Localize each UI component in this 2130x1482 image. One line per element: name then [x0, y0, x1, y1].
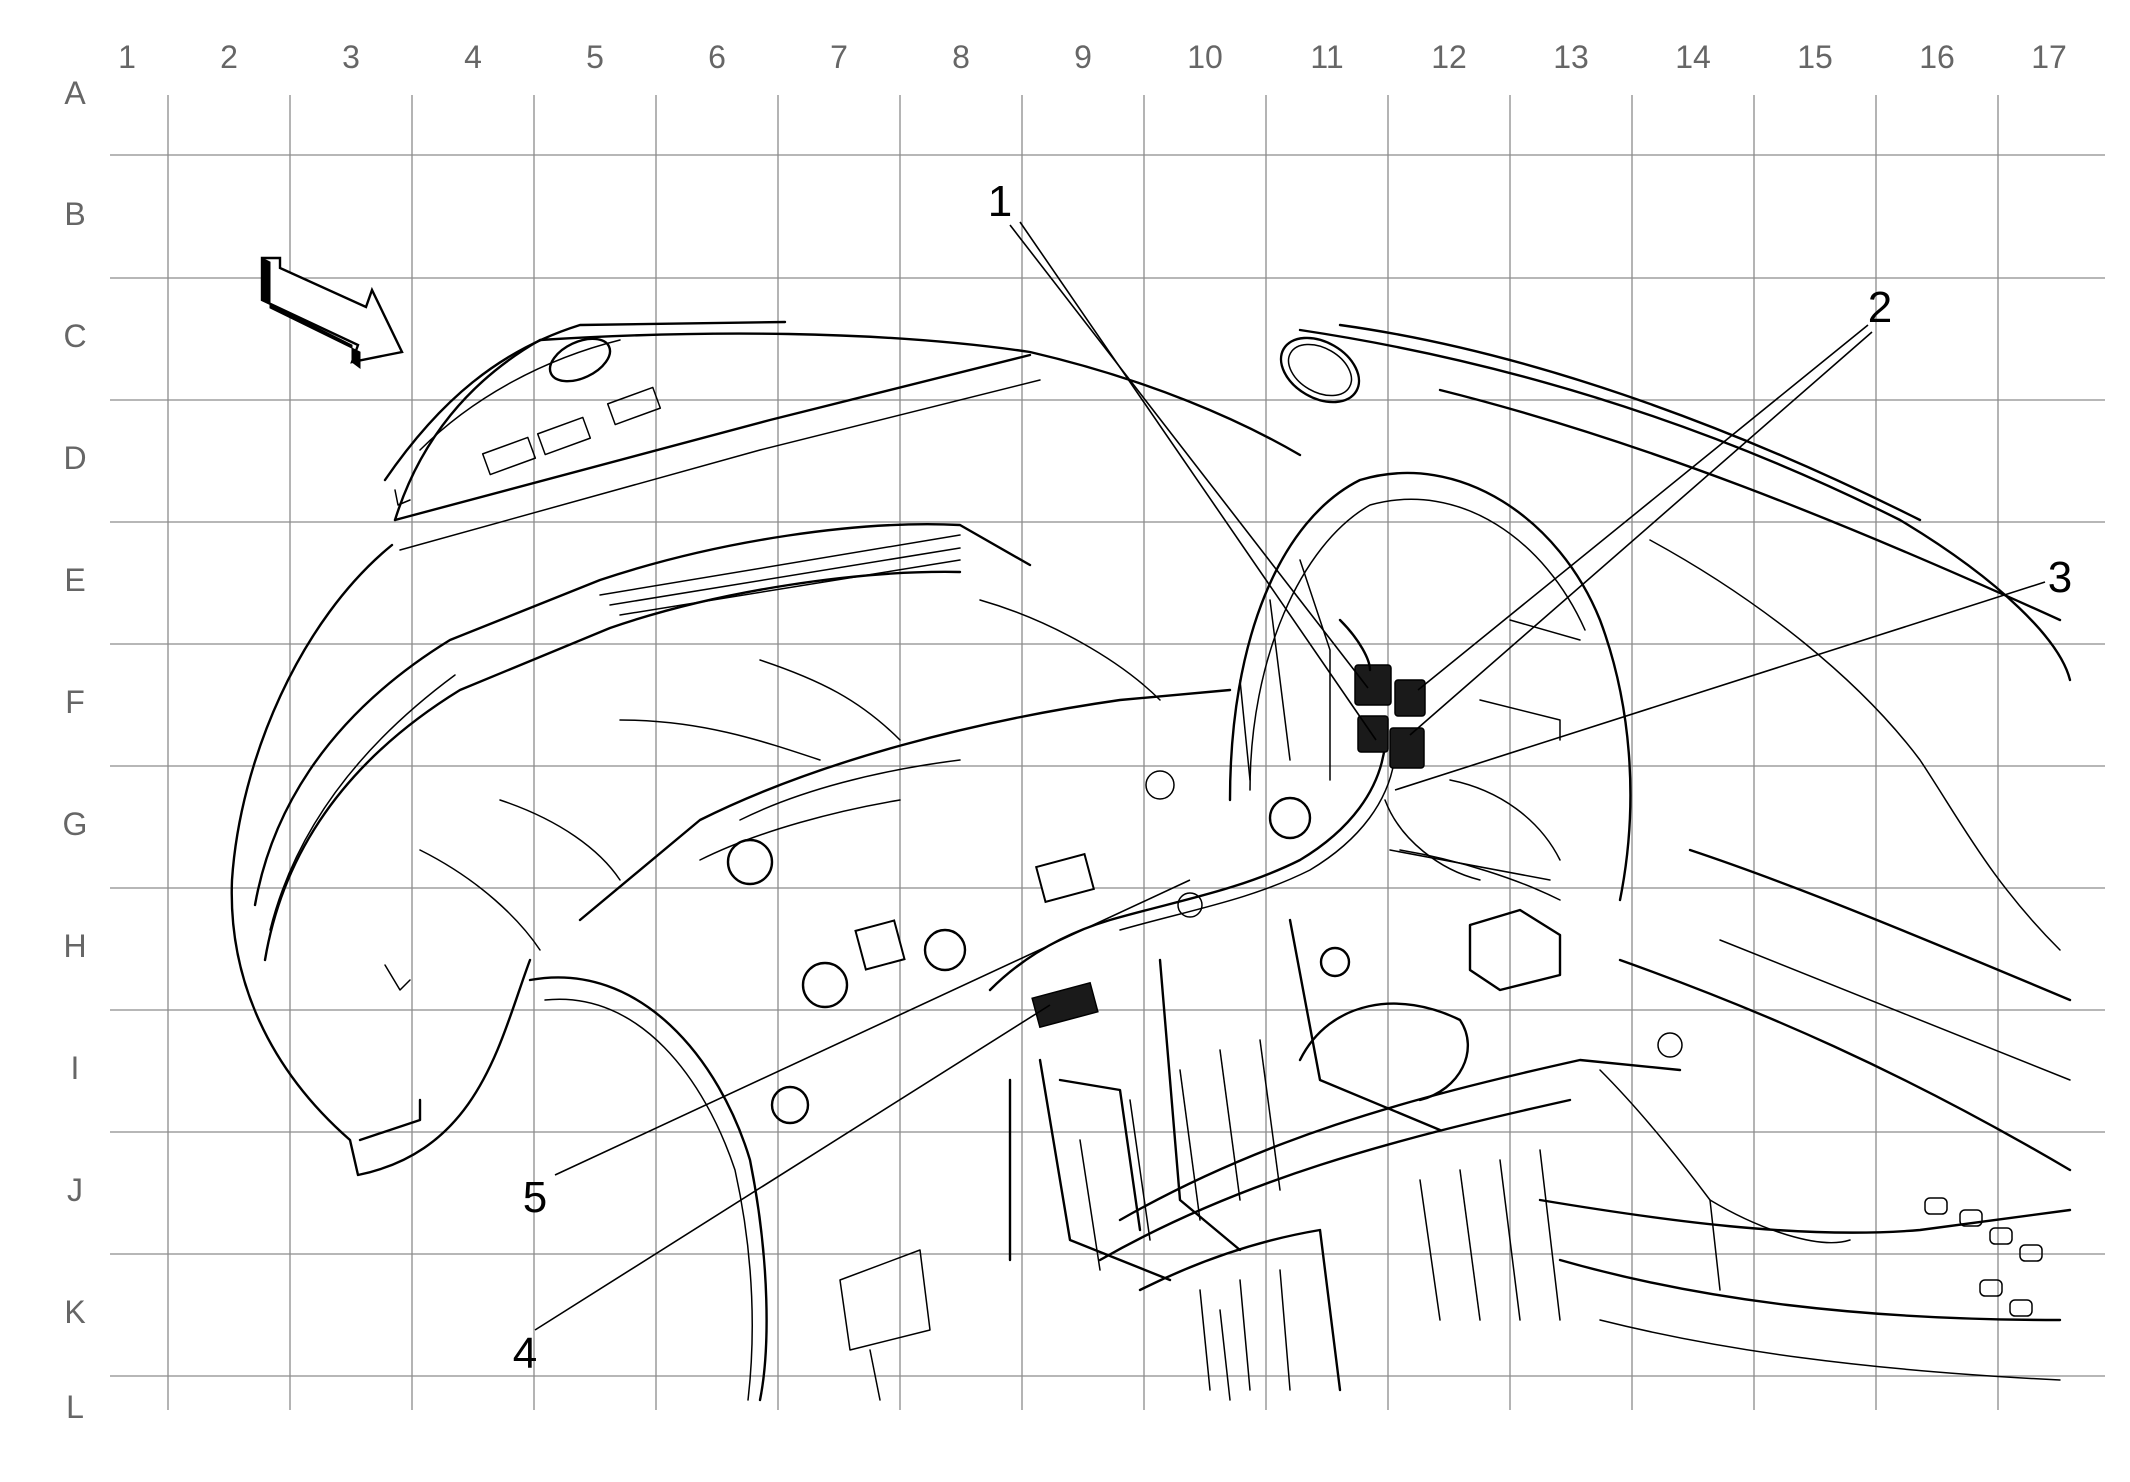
column-label: 2	[220, 39, 238, 75]
column-label: 6	[708, 39, 726, 75]
row-label: F	[65, 684, 85, 720]
column-label: 12	[1431, 39, 1467, 75]
column-label: 10	[1187, 39, 1223, 75]
row-label: E	[64, 562, 85, 598]
column-label: 5	[586, 39, 604, 75]
row-label: A	[64, 75, 86, 111]
leader-line-2	[1417, 324, 1869, 691]
leader-line-5	[554, 879, 1191, 1176]
column-labels: 1 2 3 4 5 6 7 8 9 10 11 12 13 14 15 16 1…	[118, 39, 2067, 75]
column-label: 17	[2031, 39, 2067, 75]
row-label: L	[66, 1389, 84, 1425]
front-direction-arrow-icon	[260, 256, 404, 369]
vehicle-underbody-illustration	[230, 320, 2072, 1402]
callout-leaders	[534, 221, 2046, 1331]
column-label: 15	[1797, 39, 1833, 75]
column-label: 11	[1310, 39, 1343, 75]
leader-line-3	[1394, 581, 2046, 791]
row-label: G	[63, 806, 88, 842]
callout-numbers: 1 2 3 4 5	[513, 177, 2072, 1378]
reference-grid	[110, 95, 2105, 1410]
row-label: I	[71, 1050, 80, 1086]
column-label: 8	[952, 39, 970, 75]
column-label: 16	[1919, 39, 1955, 75]
row-label: D	[63, 440, 86, 476]
column-label: 13	[1553, 39, 1589, 75]
column-label: 3	[342, 39, 360, 75]
row-labels: A B C D E F G H I J K L	[63, 75, 88, 1425]
callout-3: 3	[2048, 553, 2072, 602]
row-label: H	[63, 928, 86, 964]
callout-2: 2	[1868, 283, 1892, 332]
column-label: 1	[118, 39, 136, 75]
row-label: K	[64, 1294, 85, 1330]
column-label: 4	[464, 39, 482, 75]
row-label: C	[63, 318, 86, 354]
column-label: 14	[1675, 39, 1711, 75]
callout-1: 1	[988, 177, 1012, 226]
row-label: B	[64, 196, 85, 232]
column-label: 9	[1074, 39, 1092, 75]
callout-4: 4	[513, 1329, 537, 1378]
row-label: J	[67, 1172, 83, 1208]
leader-line-2b	[1409, 331, 1873, 736]
callout-5: 5	[523, 1173, 547, 1222]
column-label: 7	[830, 39, 848, 75]
leader-line-4	[534, 1004, 1051, 1331]
leader-line-1	[1009, 224, 1369, 689]
leader-line-1b	[1019, 221, 1377, 741]
